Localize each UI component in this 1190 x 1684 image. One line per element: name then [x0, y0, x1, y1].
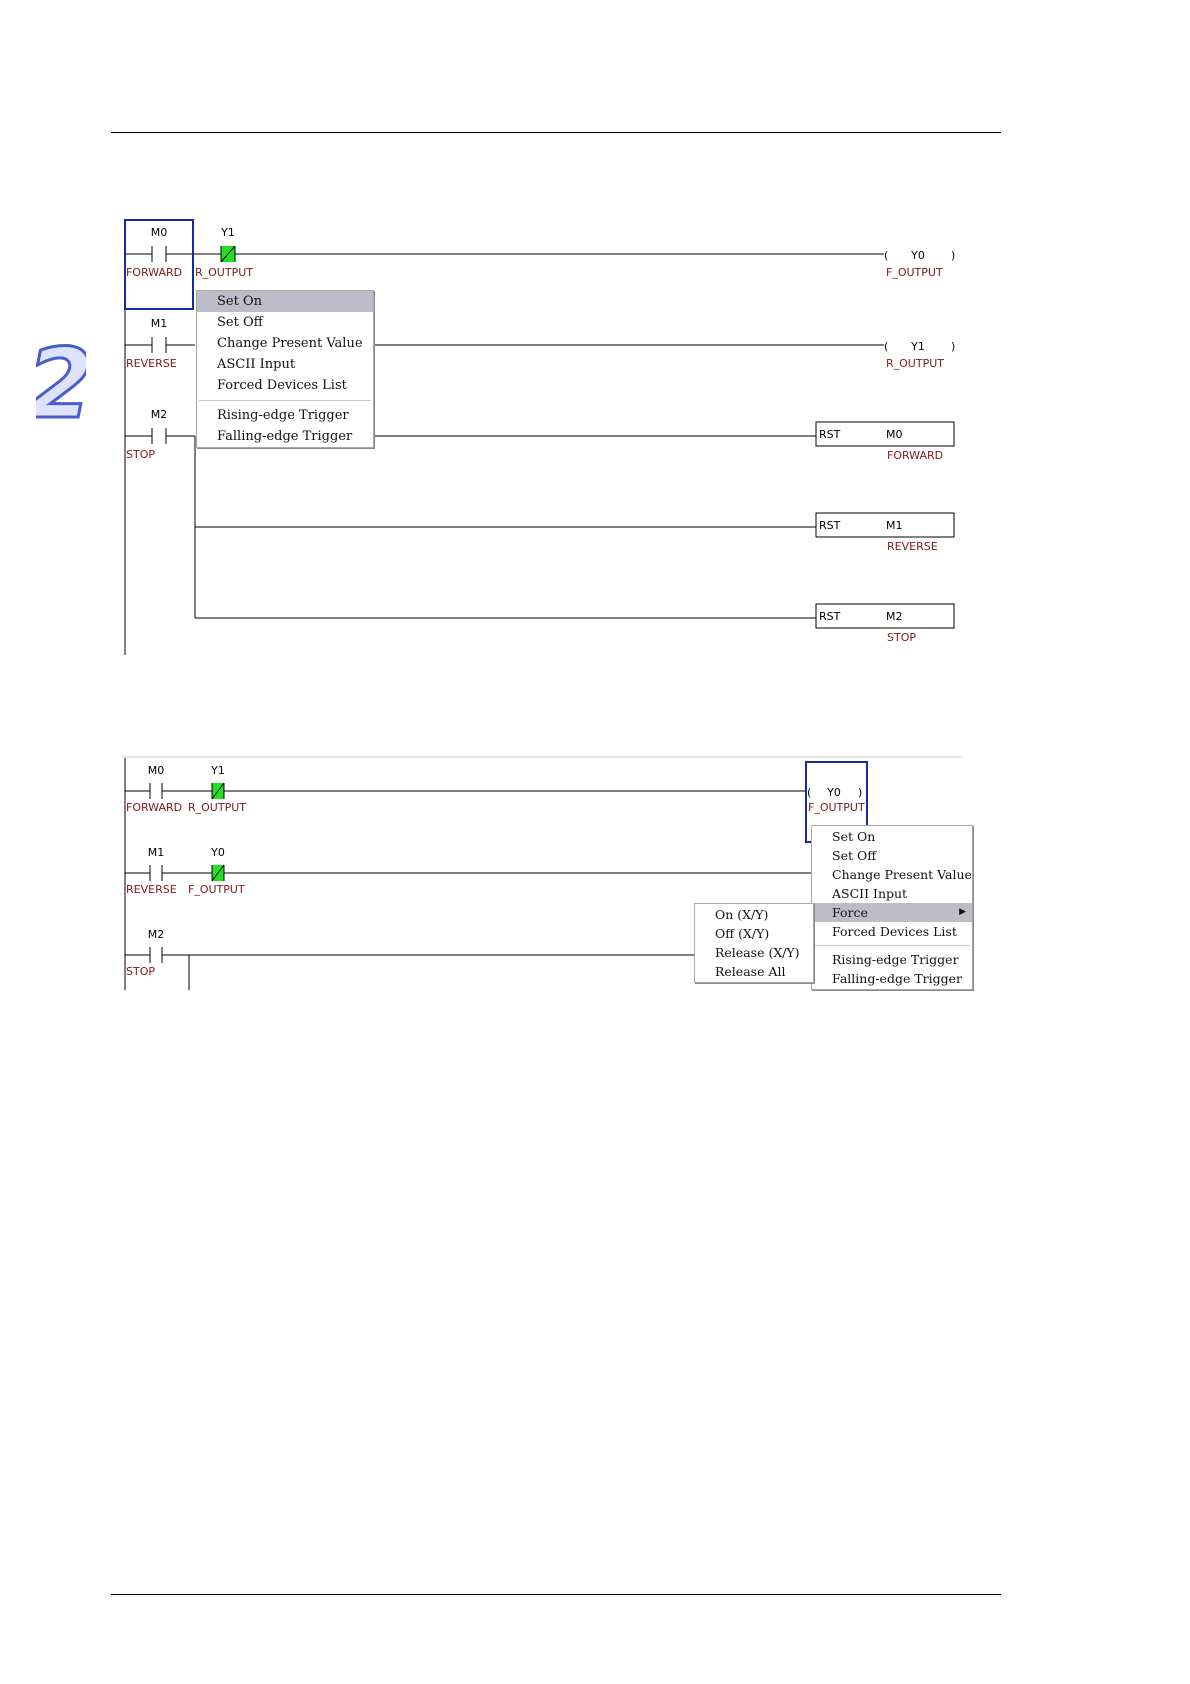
coil-comment: R_OUTPUT	[886, 357, 944, 370]
menu-item-falling-edge-trigger[interactable]: Falling-edge Trigger	[832, 971, 963, 986]
rung-2[interactable]: M1 REVERSE ( ) Y1 R_OUTPUT	[125, 317, 955, 370]
force-submenu: On (X/Y) Off (X/Y) Release (X/Y) Release…	[694, 903, 814, 983]
menu-item-set-on[interactable]: Set On	[197, 291, 373, 312]
output-coil-y0[interactable]: ( ) Y0 F_OUTPUT	[807, 786, 865, 814]
rung-3[interactable]: M2 STOP	[125, 928, 694, 990]
rung-3[interactable]: M2 STOP	[125, 408, 816, 619]
contact-label: M0	[151, 226, 168, 239]
submenu-item-on-xy[interactable]: On (X/Y)	[715, 907, 769, 922]
ladder-diagram-2: M0 FORWARD Y1 R_OUTPUT ( ) Y0 F_OUTPUT M…	[122, 756, 962, 990]
cell-cursor	[124, 219, 194, 310]
context-menu-1: Set On Set Off Change Present Value ASCI…	[196, 290, 374, 448]
submenu-item-release-xy[interactable]: Release (X/Y)	[715, 945, 800, 960]
menu-item-forced-devices-list[interactable]: Forced Devices List	[832, 924, 957, 939]
rung-1[interactable]: M0 FORWARD Y1 R_OUTPUT	[125, 764, 806, 814]
contact-comment: REVERSE	[126, 883, 177, 896]
rst-instruction-m2[interactable]: RST M2 STOP	[815, 603, 955, 644]
menu-item-ascii-input[interactable]: ASCII Input	[832, 886, 908, 901]
svg-text:(: (	[884, 249, 888, 262]
svg-text:(: (	[807, 786, 811, 799]
submenu-item-off-xy[interactable]: Off (X/Y)	[715, 926, 770, 941]
menu-item-set-off[interactable]: Set Off	[832, 848, 877, 863]
rst-comment: STOP	[887, 631, 916, 644]
rung-1[interactable]: M0 FORWARD Y1 R_OUTPUT ( ) Y0 F_OUTPUT	[125, 226, 955, 279]
rst-instruction-m0[interactable]: RST M0 FORWARD	[815, 421, 955, 462]
rst-instruction-m1[interactable]: RST M1 REVERSE	[815, 512, 955, 553]
menu-item-rising-edge-trigger[interactable]: Rising-edge Trigger	[217, 408, 349, 423]
rst-comment: FORWARD	[887, 449, 943, 462]
nc-contact-comment: F_OUTPUT	[188, 883, 245, 896]
menu-item-change-present-value[interactable]: Change Present Value	[217, 336, 363, 351]
svg-text:): )	[951, 340, 955, 353]
nc-contact-label: Y0	[210, 846, 225, 859]
contact-comment: STOP	[126, 448, 155, 461]
rst-op: RST	[819, 428, 841, 441]
menu-separator	[199, 400, 371, 401]
chapter-number-badge: 2	[25, 327, 95, 442]
header-rule	[111, 132, 1001, 133]
ladder-diagram-1: M0 FORWARD Y1 R_OUTPUT ( ) Y0 F_OUTPUT M…	[0, 0, 1190, 705]
svg-text:): )	[951, 249, 955, 262]
nc-contact-comment: R_OUTPUT	[195, 266, 253, 279]
nc-contact-label: Y1	[210, 764, 225, 777]
svg-text:(: (	[884, 340, 888, 353]
coil-label: Y0	[910, 249, 925, 262]
nc-contact-label: Y1	[220, 226, 235, 239]
context-menu-2: Set On Set Off Change Present Value ASCI…	[811, 825, 973, 990]
contact-label: M2	[148, 928, 165, 941]
output-coil-y0[interactable]: ( ) Y0 F_OUTPUT	[884, 249, 955, 279]
menu-item-ascii-input[interactable]: ASCII Input	[217, 357, 296, 372]
rst-comment: REVERSE	[887, 540, 938, 553]
menu-separator	[814, 945, 970, 946]
svg-text:): )	[858, 786, 862, 799]
rst-device: M1	[886, 519, 903, 532]
submenu-item-release-all[interactable]: Release All	[715, 964, 786, 979]
rst-device: M2	[886, 610, 903, 623]
menu-item-force[interactable]: Force ▶	[812, 903, 972, 922]
menu-item-set-on[interactable]: Set On	[832, 829, 876, 844]
chapter-number: 2	[36, 337, 86, 423]
menu-item-forced-devices-list[interactable]: Forced Devices List	[217, 378, 347, 393]
rst-op: RST	[819, 519, 841, 532]
nc-contact-comment: R_OUTPUT	[188, 801, 246, 814]
coil-label: Y1	[910, 340, 925, 353]
contact-label: M2	[151, 408, 168, 421]
menu-item-change-present-value[interactable]: Change Present Value	[832, 867, 972, 882]
menu-item-set-off[interactable]: Set Off	[217, 315, 263, 330]
coil-comment: F_OUTPUT	[886, 266, 943, 279]
contact-label: M1	[148, 846, 165, 859]
coil-comment: F_OUTPUT	[808, 801, 865, 814]
output-coil-y1[interactable]: ( ) Y1 R_OUTPUT	[884, 340, 955, 370]
menu-item-rising-edge-trigger[interactable]: Rising-edge Trigger	[832, 952, 959, 967]
submenu-arrow-icon: ▶	[959, 907, 966, 917]
contact-comment: REVERSE	[126, 357, 177, 370]
rst-op: RST	[819, 610, 841, 623]
menu-item-falling-edge-trigger[interactable]: Falling-edge Trigger	[217, 429, 353, 444]
contact-comment: FORWARD	[126, 801, 182, 814]
contact-comment: STOP	[126, 965, 155, 978]
contact-comment: FORWARD	[126, 266, 182, 279]
footer-rule	[111, 1594, 1001, 1595]
menu-item-force-label: Force	[832, 905, 868, 920]
coil-label: Y0	[826, 786, 841, 799]
contact-label: M1	[151, 317, 168, 330]
rung-2[interactable]: M1 REVERSE Y0 F_OUTPUT	[125, 846, 812, 896]
contact-label: M0	[148, 764, 165, 777]
rst-device: M0	[886, 428, 903, 441]
